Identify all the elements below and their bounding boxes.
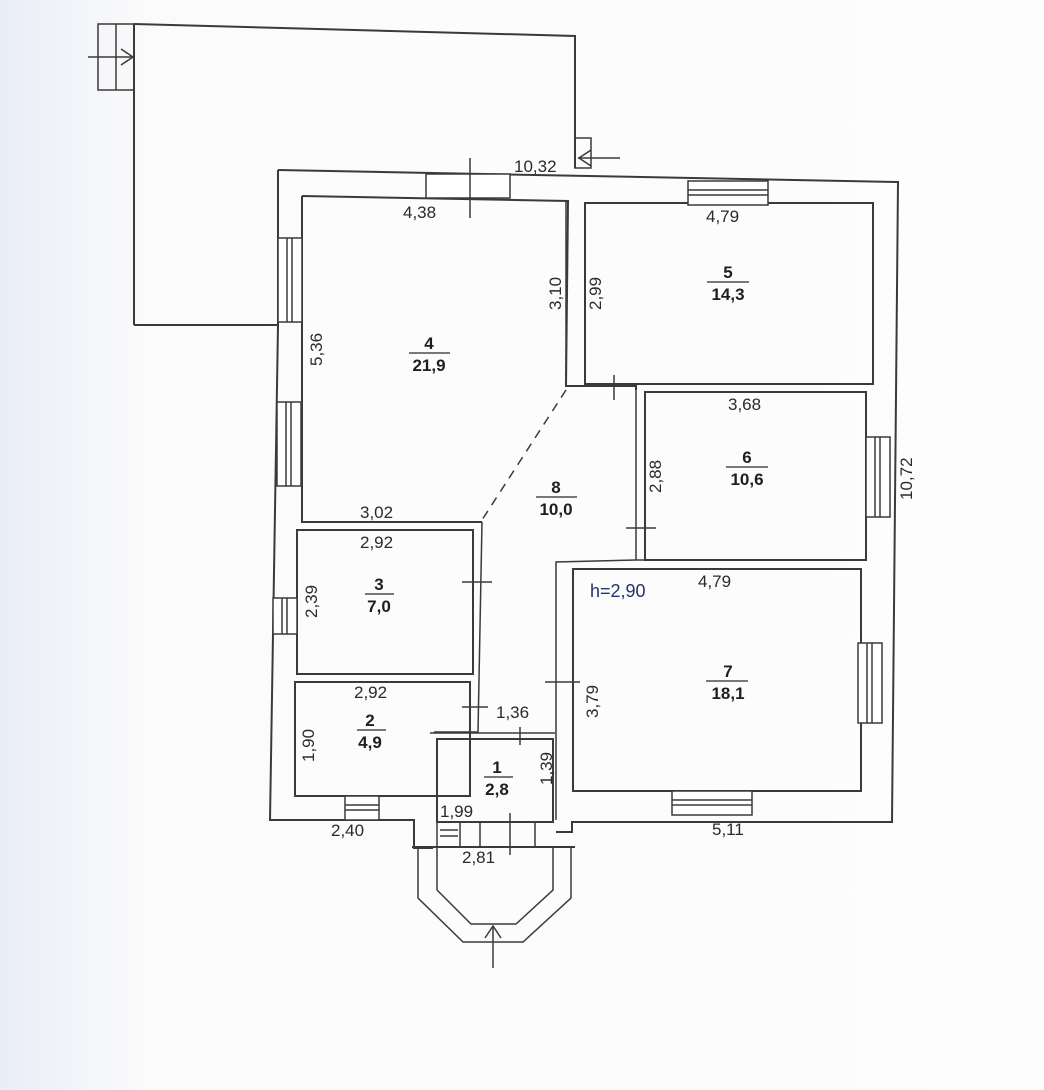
svg-text:2: 2 xyxy=(365,711,374,730)
svg-text:7,0: 7,0 xyxy=(367,597,391,616)
svg-text:1: 1 xyxy=(492,758,501,777)
room-label-4: 4 21,9 xyxy=(409,334,450,375)
windows xyxy=(272,173,891,821)
dim-room7-bottom: 5,11 xyxy=(712,820,744,839)
room-1 xyxy=(436,738,554,823)
room-label-6: 6 10,6 xyxy=(726,448,768,489)
porch xyxy=(412,822,575,943)
svg-text:10,0: 10,0 xyxy=(539,500,572,519)
svg-text:2,8: 2,8 xyxy=(485,780,509,799)
entrance-arrow-right-icon xyxy=(577,149,620,167)
dim-room7-left: 3,79 xyxy=(583,685,602,718)
dim-room2-left: 1,90 xyxy=(299,729,318,762)
dim-room5-top: 4,79 xyxy=(706,207,739,226)
svg-text:4: 4 xyxy=(424,334,434,353)
svg-text:21,9: 21,9 xyxy=(412,356,445,375)
dim-room6-left: 2,88 xyxy=(646,460,665,493)
dim-room2-top: 2,92 xyxy=(354,683,387,702)
dim-porch-width: 2,81 xyxy=(462,848,495,867)
room-label-5: 5 14,3 xyxy=(707,263,749,304)
dim-room1-top: 1,36 xyxy=(496,703,529,722)
room-7 xyxy=(572,568,862,792)
dim-room3-left: 2,39 xyxy=(302,585,321,618)
dim-room1-right: 1,39 xyxy=(537,752,556,785)
room-label-1: 1 2,8 xyxy=(484,758,513,799)
dim-room4-bottom: 3,02 xyxy=(360,503,393,522)
svg-text:8: 8 xyxy=(551,478,560,497)
dim-room4-top: 4,38 xyxy=(403,203,436,222)
dim-room1-bottom: 1,99 xyxy=(440,802,473,821)
ceiling-height-label: h=2,90 xyxy=(590,581,646,601)
entrance-arrow-left-icon xyxy=(88,48,135,66)
dim-room6-top: 3,68 xyxy=(728,395,761,414)
svg-text:5: 5 xyxy=(723,263,732,282)
svg-text:14,3: 14,3 xyxy=(711,285,744,304)
dim-room3-top: 2,92 xyxy=(360,533,393,552)
dim-room7-top: 4,79 xyxy=(698,572,731,591)
dim-room4-right: 3,10 xyxy=(546,277,565,310)
terrace-outline xyxy=(97,23,592,326)
dim-overall-top: 10,32 xyxy=(514,157,557,176)
dim-room2-bottom: 2,40 xyxy=(331,821,364,840)
room-label-7: 7 18,1 xyxy=(706,662,748,703)
dim-room4-left: 5,36 xyxy=(307,333,326,366)
room-label-3: 3 7,0 xyxy=(365,575,394,616)
svg-text:7: 7 xyxy=(723,662,732,681)
dim-overall-right: 10,72 xyxy=(897,457,916,500)
svg-text:10,6: 10,6 xyxy=(730,470,763,489)
svg-text:6: 6 xyxy=(742,448,751,467)
dim-room5-left: 2,99 xyxy=(586,277,605,310)
entrance-arrow-bottom-icon xyxy=(484,924,502,968)
door-marks xyxy=(462,158,656,855)
svg-text:4,9: 4,9 xyxy=(358,733,382,752)
room-label-2: 2 4,9 xyxy=(357,711,386,752)
room-label-8: 8 10,0 xyxy=(536,478,577,519)
svg-text:18,1: 18,1 xyxy=(711,684,744,703)
svg-text:3: 3 xyxy=(374,575,383,594)
